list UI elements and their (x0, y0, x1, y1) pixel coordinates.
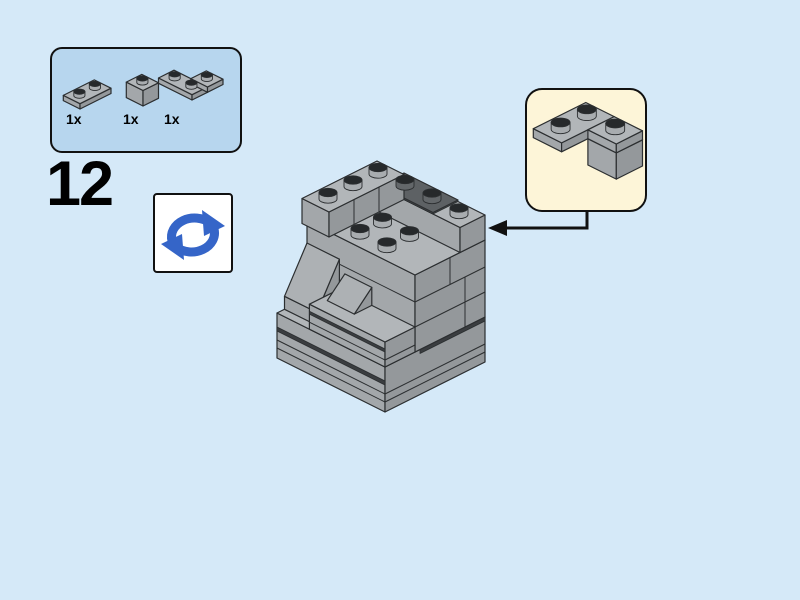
subassembly-callout (525, 88, 647, 212)
subassembly-preview-icon (532, 101, 644, 180)
rotate-model-icon (161, 210, 225, 260)
parts-callout-panel: 1x 1x 1x (50, 47, 242, 153)
rotate-hint-box (153, 193, 233, 273)
brick-1x1-icon (125, 73, 160, 107)
part-count-label: 1x (123, 111, 139, 127)
step-number: 12 (46, 149, 114, 219)
part-count-label: 1x (66, 111, 82, 127)
corner-plate-2x2-icon (157, 69, 224, 101)
part-count-label: 1x (164, 111, 180, 127)
plate-1x2-icon (62, 79, 112, 110)
